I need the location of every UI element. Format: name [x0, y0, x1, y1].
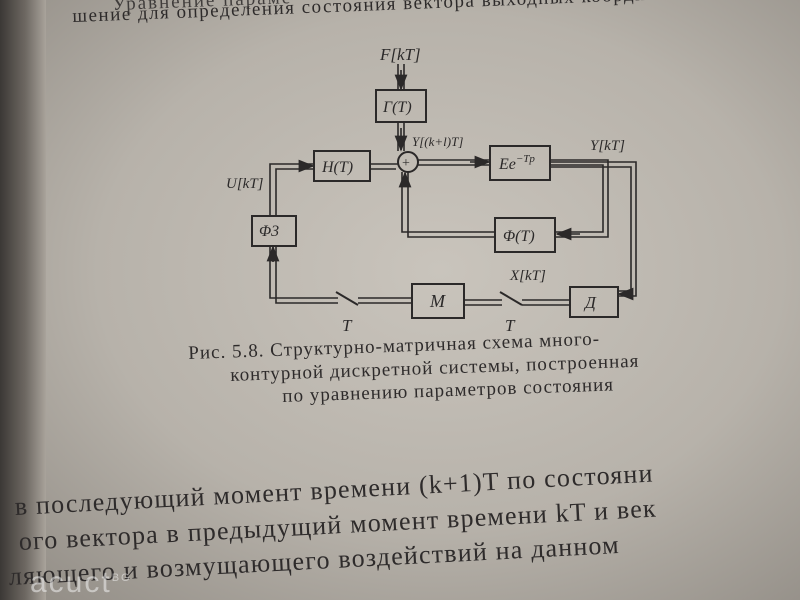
d-block-label: Д: [583, 293, 597, 312]
plant-label-base: Ee: [498, 156, 516, 173]
phi-block-label: Φ(T): [503, 228, 535, 245]
period-t-right: T: [505, 316, 516, 335]
book-binding-shadow: [0, 0, 46, 600]
signal-lines: [269, 64, 637, 306]
sum-symbol: +: [402, 156, 410, 171]
watermark: acuctBG: [30, 566, 132, 600]
input-f-label: F[kT]: [379, 45, 421, 64]
d-block: [569, 286, 619, 318]
watermark-text: acuct: [30, 566, 112, 599]
sampler-switch-left: [335, 291, 359, 306]
y-out-label: Y[kT]: [590, 138, 625, 154]
plant-block-label: Ee−Tp: [498, 153, 535, 173]
phi3-block-label: Φ3: [259, 223, 279, 240]
gamma-block-label: Γ(T): [382, 99, 412, 116]
phi-block: [494, 217, 556, 253]
period-t-left: T: [342, 316, 353, 335]
u-label: U[kT]: [226, 176, 264, 192]
watermark-suffix: BG: [111, 572, 132, 584]
y-next-label: Y[(k+l)T]: [412, 134, 463, 149]
arrowheads: [266, 70, 634, 301]
m-block: [411, 283, 465, 319]
x-label: X[kT]: [509, 268, 546, 284]
plant-label-exponent: −Tp: [516, 153, 536, 165]
sampler-switch-right: [499, 291, 523, 306]
m-block-label: M: [429, 291, 446, 311]
h-block-label: H(T): [321, 159, 353, 176]
